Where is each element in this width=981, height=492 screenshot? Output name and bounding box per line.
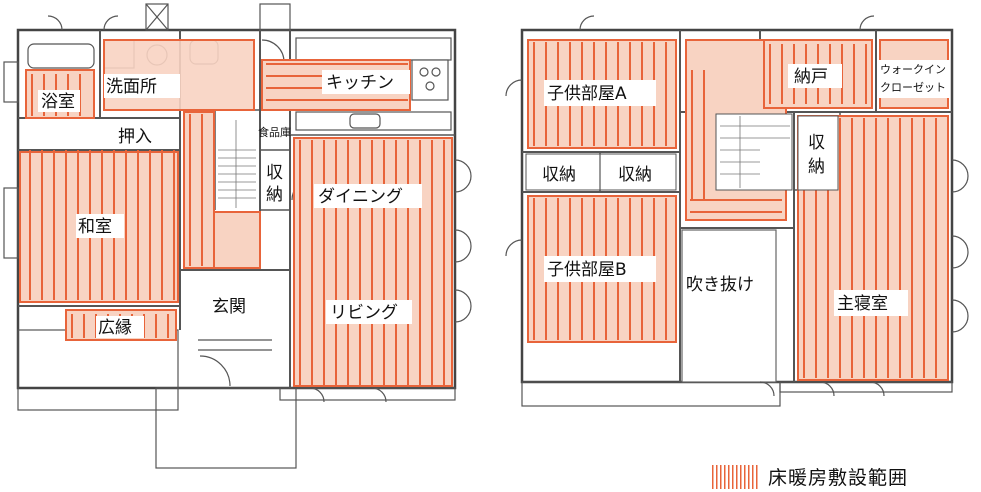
room-label-nando: 納戸: [794, 67, 828, 87]
room-label-bath: 浴室: [41, 92, 75, 112]
room-label-dining: ダイニング: [318, 187, 403, 207]
room-label-washroom: 洗面所: [106, 77, 157, 97]
legend-label: 床暖房敷設範囲: [768, 467, 909, 489]
room-label-walkin-line2: クローゼット: [880, 81, 946, 94]
room-label-storage-bottom: 納: [266, 185, 283, 205]
floor-2-covers: [525, 113, 839, 191]
room-label-child-room-b: 子供部屋B: [547, 260, 627, 280]
room-label-living: リビング: [330, 303, 398, 323]
room-label-walkin-line1: ウォークイン: [880, 63, 946, 76]
room-label-storage-v-top: 収: [808, 133, 825, 153]
floor-1-labels: 浴室 洗面所 キッチン 押入 食品庫 収 納 ダイニング 和室 玄関 リビング …: [38, 70, 422, 338]
room-label-entrance: 玄関: [212, 297, 246, 317]
room-label-pantry: 食品庫: [258, 125, 291, 139]
room-label-storage-2: 収納: [618, 165, 652, 185]
room-label-master-bedroom: 主寝室: [837, 293, 888, 314]
room-label-storage-v-bottom: 納: [808, 157, 825, 177]
legend-swatch: [712, 464, 758, 489]
room-label-atrium: 吹き抜け: [686, 275, 754, 295]
room-label-kitchen: キッチン: [326, 73, 394, 93]
room-label-storage-top: 収: [266, 163, 283, 183]
floor-2-labels: 子供部屋A 収納 収納 子供部屋B 吹き抜け 納戸 ウォークイン クローゼット …: [542, 60, 950, 316]
heat-hall: [213, 211, 261, 269]
room-label-child-room-a: 子供部屋A: [547, 84, 627, 104]
room-label-storage-1: 収納: [542, 165, 576, 185]
room-label-closet: 押入: [118, 127, 152, 147]
legend: 床暖房敷設範囲: [712, 463, 908, 490]
room-label-veranda: 広縁: [98, 318, 132, 338]
heat-corridor: [183, 111, 215, 269]
room-label-japanese-room: 和室: [78, 217, 112, 237]
